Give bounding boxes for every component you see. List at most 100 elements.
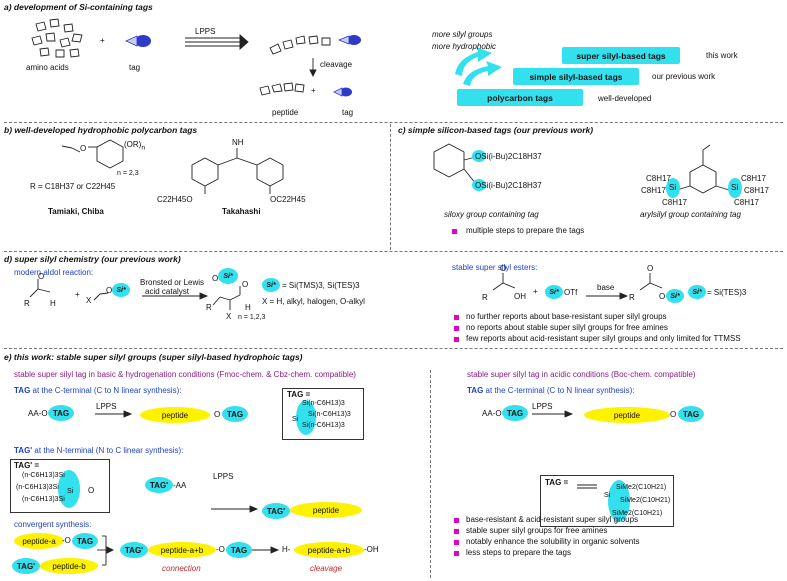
or-text: (OR) xyxy=(124,140,142,149)
aldol-label: modern aldol reaction: xyxy=(14,268,94,277)
si-star-def: Si* xyxy=(262,278,280,292)
h-product: H xyxy=(245,303,251,312)
catalyst-line1: Bronsted or Lewis xyxy=(140,278,205,287)
c22-left-label: C22H45O xyxy=(157,195,193,204)
si-definition-2: = Si(TES)3 xyxy=(707,288,747,297)
bullet-e2: stable super silyl groups for free amine… xyxy=(466,526,608,535)
section-d-title: d) super silyl chemistry (our previous w… xyxy=(4,254,181,264)
si-star-ester: Si* xyxy=(666,289,684,303)
tagp-box-highlight xyxy=(58,470,80,508)
bullet-square-e3 xyxy=(454,540,459,545)
tag-box-highlight xyxy=(296,400,316,435)
bullet-square-d2 xyxy=(454,326,459,331)
lpps-e3: LPPS xyxy=(532,402,553,411)
separator-e xyxy=(430,370,431,578)
nh-label: NH xyxy=(232,138,244,147)
o-aldehyde: O xyxy=(38,272,45,281)
bullet-e1: base-resistant & acid-resistant super si… xyxy=(466,515,639,524)
right-si: Si xyxy=(604,492,611,499)
si-highlight-right xyxy=(728,178,742,198)
bullet-d1: no further reports about base-resistant … xyxy=(466,312,667,321)
o-enol: O xyxy=(106,286,113,295)
left-subtitle: stable super silyl tag in basic & hydrog… xyxy=(14,370,356,379)
section-b-title: b) well-developed hydrophobic polycarbon… xyxy=(4,125,198,135)
connection-label: connection xyxy=(162,564,201,573)
tagp-rest: at the N-terminal (N to C linear synthes… xyxy=(32,446,184,455)
n-values-d: n = 1,2,3 xyxy=(238,314,266,321)
tag-label-2: tag xyxy=(342,108,354,117)
c8-e: C8H17 xyxy=(744,186,769,195)
super-silyl-box: super silyl-based tags xyxy=(562,47,680,64)
o-right: O xyxy=(670,410,677,419)
tag-c-rest: at the C-terminal (C to N linear synthes… xyxy=(30,386,182,395)
lpps-e2: LPPS xyxy=(213,472,234,481)
tagp-conv-b: TAG' xyxy=(12,558,40,574)
more-silyl-label: more silyl groups xyxy=(432,30,493,39)
more-hydrophobic-label: more hydrophobic xyxy=(432,42,497,51)
tag-box-l3: Si(n-C6H13)3 xyxy=(302,422,345,429)
r-product: R xyxy=(206,303,212,312)
tagp-definition-box xyxy=(10,459,110,513)
tagp-conv-ab: TAG' xyxy=(120,542,148,558)
bullet-e3: notably enhance the solubility in organi… xyxy=(466,537,640,546)
tagp-l3: (n-C6H13)3Si xyxy=(22,496,65,503)
right-tag-bold: TAG xyxy=(467,386,484,395)
o-ester-2: O xyxy=(659,292,666,301)
bullet-square-d1 xyxy=(454,315,459,320)
si-star-otf: Si* xyxy=(545,285,563,299)
otf-label: OTf xyxy=(564,288,578,297)
c8-d: C8H17 xyxy=(741,174,766,183)
tagp-peptide-tag: TAG' xyxy=(262,503,290,519)
bullet-square-e4 xyxy=(454,551,459,556)
n-values-b: n = 2,3 xyxy=(117,170,139,177)
c8-a: C8H17 xyxy=(646,174,671,183)
bullet-e4: less steps to prepare the tags xyxy=(466,548,571,557)
otag-conv-ab: TAG xyxy=(226,542,252,558)
tag-label: tag xyxy=(129,63,141,72)
right-l2: SiMe2(C10H21) xyxy=(620,497,671,504)
c8-b: C8H17 xyxy=(641,186,666,195)
tagp-box-title: TAG' = xyxy=(14,461,40,470)
o-acid: O xyxy=(500,264,507,273)
peptide-oval-right: peptide xyxy=(584,407,670,423)
o-product-2: O xyxy=(242,280,249,289)
tag-box-title: TAG = xyxy=(287,390,311,399)
base-label: base xyxy=(597,283,615,292)
right-box-highlight xyxy=(608,480,630,522)
cleavage-label-a: cleavage xyxy=(320,60,353,69)
separator-a xyxy=(4,122,783,123)
aryl-caption: arylsilyl group containing tag xyxy=(640,210,741,219)
c22-right-label: OC22H45 xyxy=(270,195,306,204)
right-tag-definition-box xyxy=(540,475,674,527)
bullet-c: multiple steps to prepare the tags xyxy=(466,226,585,235)
bullet-d2: no reports about stable super silyl grou… xyxy=(466,323,668,332)
o-product: O xyxy=(212,274,219,283)
plus-d: + xyxy=(75,290,80,299)
x-definition: X = H, alkyl, halogen, O-alkyl xyxy=(262,297,365,306)
section-a-title: a) development of Si-containing tags xyxy=(4,2,153,12)
right-tag-label: TAG at the C-terminal (C to N linear syn… xyxy=(467,386,634,395)
osi-label-1: OSi(i-Bu)2C18H37 xyxy=(475,152,542,161)
well-developed-label: well-developed xyxy=(598,94,652,103)
r-acid: R xyxy=(482,293,488,302)
polycarbon-box: polycarbon tags xyxy=(457,89,583,106)
o-label-b: O xyxy=(80,144,87,153)
tag-c-label: TAG at the C-terminal (C to N linear syn… xyxy=(14,386,181,395)
cleavage-label-e: cleavage xyxy=(310,564,343,573)
si-right: Si xyxy=(731,183,739,192)
si-star-def-2: Si* xyxy=(688,285,706,299)
si-left: Si xyxy=(669,183,677,192)
right-l3: SiMe2(C10H21) xyxy=(612,510,663,517)
bullet-square-e2 xyxy=(454,529,459,534)
aa-o-label: AA-O xyxy=(28,409,48,418)
author-takahashi: Takahashi xyxy=(222,207,261,216)
tagp-aa-tag: TAG' xyxy=(145,477,173,493)
tag-shape xyxy=(125,35,361,97)
bullet-square-c xyxy=(452,229,457,234)
separator-bc xyxy=(390,124,391,250)
o-conv-ab: -O xyxy=(216,545,225,554)
osi-highlight-2 xyxy=(472,179,486,191)
bullet-square-e1 xyxy=(454,518,459,523)
x-label-d: X xyxy=(86,296,92,305)
